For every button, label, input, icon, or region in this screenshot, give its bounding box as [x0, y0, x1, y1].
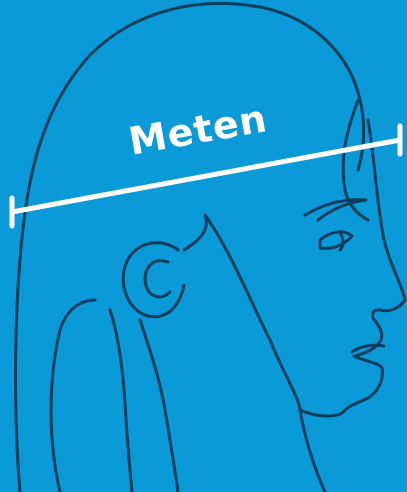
hair-strand-back — [51, 300, 95, 492]
neck-back — [140, 320, 178, 492]
nose — [373, 300, 405, 322]
eye — [320, 232, 352, 248]
eye-lid — [340, 232, 343, 250]
mouth-chin — [300, 322, 382, 416]
hair-strand-mid — [110, 310, 132, 492]
jaw-line — [184, 215, 300, 410]
ear — [123, 243, 184, 317]
neck-front — [300, 410, 325, 492]
ear-inner — [145, 261, 170, 297]
eyebrow — [305, 200, 366, 220]
